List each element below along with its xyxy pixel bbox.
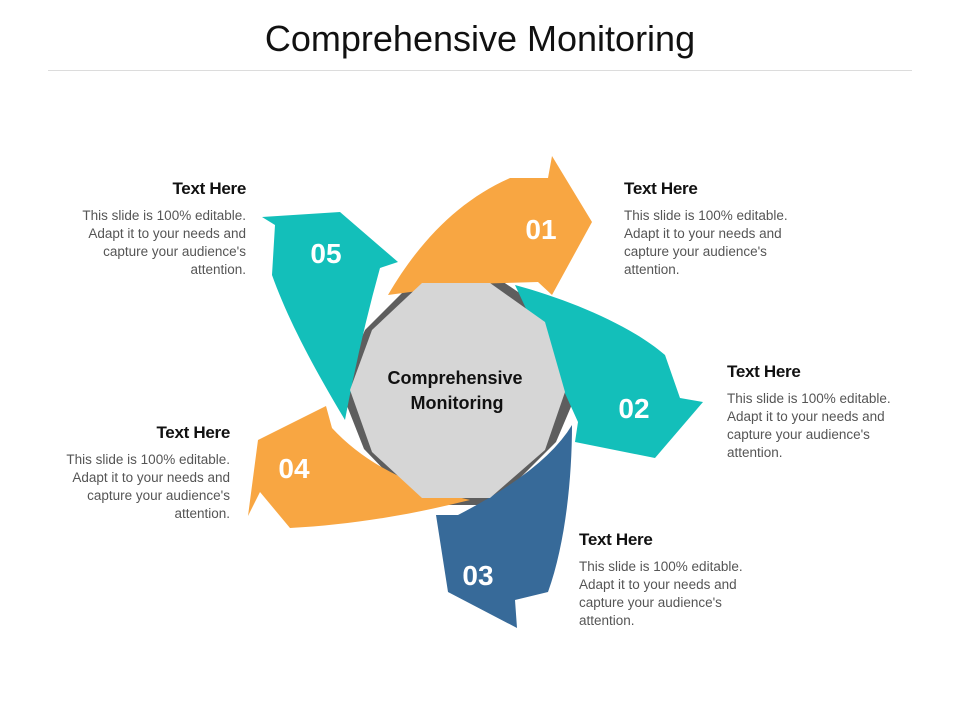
arrow-01	[388, 156, 592, 295]
callout-03: Text Here This slide is 100% editable. A…	[579, 530, 779, 630]
step-number-01: 01	[525, 214, 556, 245]
callout-body: This slide is 100% editable. Adapt it to…	[82, 208, 246, 277]
callout-04: Text Here This slide is 100% editable. A…	[30, 423, 230, 523]
center-label-line2: Monitoring	[411, 393, 504, 413]
arrow-04	[248, 406, 470, 528]
callout-heading: Text Here	[172, 179, 246, 198]
step-number-05: 05	[310, 238, 341, 269]
step-number-02: 02	[618, 393, 649, 424]
arrow-02	[515, 285, 703, 458]
callout-heading: Text Here	[579, 530, 653, 549]
callout-05: Text Here This slide is 100% editable. A…	[46, 179, 246, 279]
callout-body: This slide is 100% editable. Adapt it to…	[66, 452, 230, 521]
slide-title: Comprehensive Monitoring	[264, 18, 696, 59]
title-divider	[48, 70, 912, 71]
callout-02: Text Here This slide is 100% editable. A…	[727, 362, 927, 462]
callout-body: This slide is 100% editable. Adapt it to…	[579, 559, 743, 628]
callout-heading: Text Here	[624, 179, 698, 198]
arrow-03	[436, 425, 572, 628]
hub	[350, 283, 565, 498]
arrow-05	[262, 212, 398, 420]
step-number-03: 03	[462, 560, 493, 591]
callout-heading: Text Here	[727, 362, 801, 381]
step-number-04: 04	[278, 453, 310, 484]
callout-body: This slide is 100% editable. Adapt it to…	[727, 391, 891, 460]
callout-01: Text Here This slide is 100% editable. A…	[624, 179, 824, 279]
callout-body: This slide is 100% editable. Adapt it to…	[624, 208, 788, 277]
center-label-line1: Comprehensive	[387, 368, 522, 388]
callout-heading: Text Here	[156, 423, 230, 442]
